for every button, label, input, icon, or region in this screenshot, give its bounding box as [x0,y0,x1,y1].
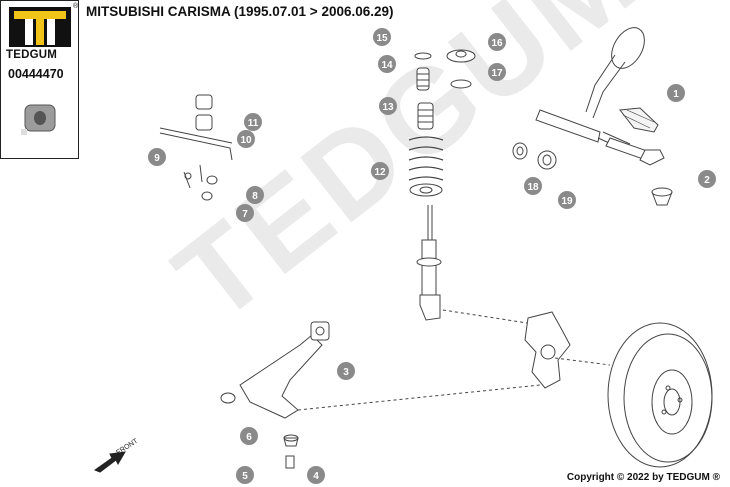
callout-3 [337,362,355,380]
callout-7 [236,204,254,222]
strut-top-parts [408,49,476,197]
front-label: FRONT [115,437,140,456]
callout-label-15: 15 [376,33,388,44]
brand-name: TEDGUM [6,49,58,61]
callout-12 [371,162,389,180]
callout-label-2: 2 [704,175,710,186]
wheel [607,322,713,468]
callout-label-4: 4 [313,471,319,482]
stabilizer-bar [159,94,233,201]
callout-label-1: 1 [673,89,679,100]
part-info-panel: ® TEDGUM 00444470 [0,0,79,159]
part-number: 00444470 [8,67,64,81]
front-direction-arrow: FRONT [93,437,140,473]
rack-bushings [512,142,557,170]
steering-knuckle [524,311,611,389]
callout-19 [558,191,576,209]
callout-label-7: 7 [242,209,248,220]
callout-label-17: 17 [491,68,503,79]
tedgum-logo: ® [9,3,78,52]
steering-assembly [535,27,665,166]
lower-control-arm [220,321,541,469]
callout-15 [373,28,391,46]
callout-14 [378,55,396,73]
copyright-text: Copyright © 2022 by TEDGUM ® [566,472,720,483]
callout-label-3: 3 [343,367,349,378]
callout-label-9: 9 [154,153,160,164]
callout-label-10: 10 [240,135,252,146]
callout-8 [246,186,264,204]
callout-5 [236,466,254,484]
callout-16 [488,33,506,51]
callout-13 [379,97,397,115]
tie-rod-boot [619,107,659,133]
callout-18 [524,177,542,195]
callout-label-13: 13 [382,102,394,113]
callout-label-8: 8 [252,191,258,202]
callout-6 [240,427,258,445]
callout-9 [148,148,166,166]
callout-2 [698,170,716,188]
callout-label-6: 6 [246,432,252,443]
callout-label-18: 18 [527,182,539,193]
callout-label-12: 12 [374,167,386,178]
callout-1 [667,84,685,102]
ball-joint-cap [651,187,673,206]
callout-17 [488,63,506,81]
callout-label-5: 5 [242,471,248,482]
callout-label-11: 11 [248,118,259,129]
page-title: MITSUBISHI CARISMA (1995.07.01 > 2006.06… [86,4,394,19]
callout-label-16: 16 [491,38,503,49]
part-thumbnail [21,104,56,135]
callout-10 [237,130,255,148]
registered-mark: ® [73,3,79,10]
callout-label-14: 14 [381,60,393,71]
logo-mark-icon [9,7,71,47]
callout-4 [307,466,325,484]
callout-label-19: 19 [561,196,573,207]
shock-absorber [416,205,541,326]
callout-11 [244,113,262,131]
